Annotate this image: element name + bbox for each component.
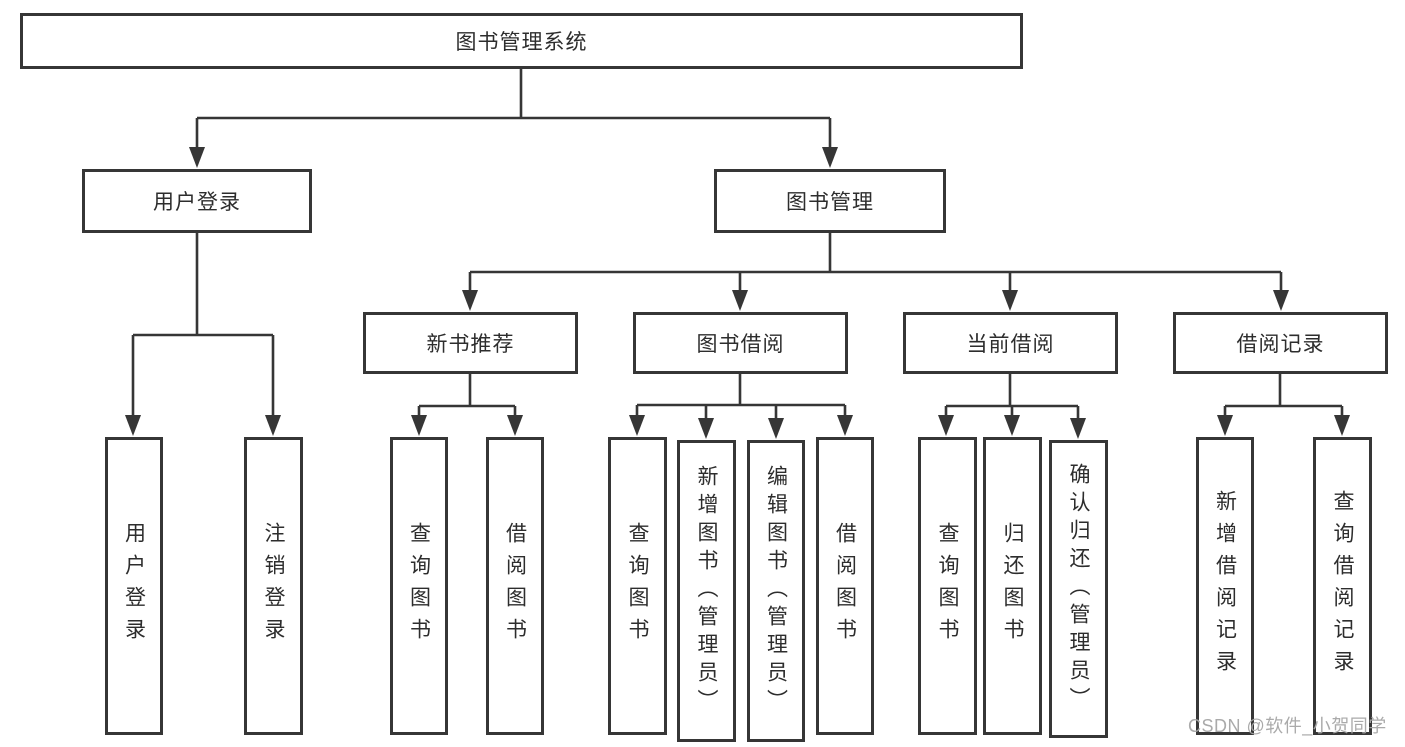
- node-book-management: 图书管理: [714, 169, 946, 233]
- leaf-newbook-borrow-books: 借阅图书: [486, 437, 544, 735]
- leaf-borrow-borrow-books-label: 借阅图书: [833, 522, 857, 650]
- leaf-newbook-borrow-books-label: 借阅图书: [503, 522, 527, 650]
- node-borrowing-records-label: 借阅记录: [1236, 333, 1325, 356]
- node-borrowing-records: 借阅记录: [1173, 312, 1388, 374]
- csdn-watermark: CSDN @软件_小贺同学: [1188, 716, 1387, 736]
- leaf-logout: 注销登录: [244, 437, 303, 735]
- node-user-login-label: 用户登录: [153, 191, 241, 214]
- leaf-current-confirm-return-admin: 确认归还（管理员）: [1049, 440, 1108, 738]
- node-book-borrowing-label: 图书借阅: [696, 333, 785, 356]
- leaf-records-query-record-label: 查询借阅记录: [1331, 490, 1354, 682]
- leaf-borrow-edit-books-admin: 编辑图书（管理员）: [747, 440, 805, 742]
- leaf-current-return-books: 归还图书: [983, 437, 1042, 735]
- leaf-current-query-books-label: 查询图书: [936, 522, 959, 650]
- leaf-newbook-query-books-label: 查询图书: [407, 522, 431, 650]
- leaf-records-query-record: 查询借阅记录: [1313, 437, 1372, 735]
- node-new-book-recommend-label: 新书推荐: [426, 333, 515, 356]
- leaf-records-add-record: 新增借阅记录: [1196, 437, 1254, 735]
- node-current-borrowing-label: 当前借阅: [966, 333, 1055, 356]
- leaf-records-add-record-label: 新增借阅记录: [1213, 490, 1237, 682]
- leaf-user-login-label: 用户登录: [122, 522, 146, 650]
- node-new-book-recommend: 新书推荐: [363, 312, 578, 374]
- leaf-current-return-books-label: 归还图书: [1001, 522, 1024, 650]
- node-book-management-label: 图书管理: [786, 191, 874, 214]
- leaf-current-confirm-return-admin-label: 确认归还（管理员）: [1067, 463, 1090, 715]
- leaf-user-login: 用户登录: [105, 437, 163, 735]
- leaf-borrow-edit-books-admin-label: 编辑图书（管理员）: [764, 465, 788, 717]
- leaf-newbook-query-books: 查询图书: [390, 437, 448, 735]
- leaf-borrow-query-books-label: 查询图书: [626, 522, 649, 650]
- node-root-label: 图书管理系统: [455, 31, 588, 54]
- leaf-borrow-add-books-admin: 新增图书（管理员）: [677, 440, 736, 742]
- node-book-borrowing: 图书借阅: [633, 312, 848, 374]
- leaf-current-query-books: 查询图书: [918, 437, 977, 735]
- leaf-borrow-add-books-admin-label: 新增图书（管理员）: [695, 465, 718, 717]
- leaf-logout-label: 注销登录: [262, 522, 285, 650]
- node-current-borrowing: 当前借阅: [903, 312, 1118, 374]
- node-root: 图书管理系统: [20, 13, 1023, 69]
- leaf-borrow-query-books: 查询图书: [608, 437, 667, 735]
- node-user-login: 用户登录: [82, 169, 312, 233]
- leaf-borrow-borrow-books: 借阅图书: [816, 437, 874, 735]
